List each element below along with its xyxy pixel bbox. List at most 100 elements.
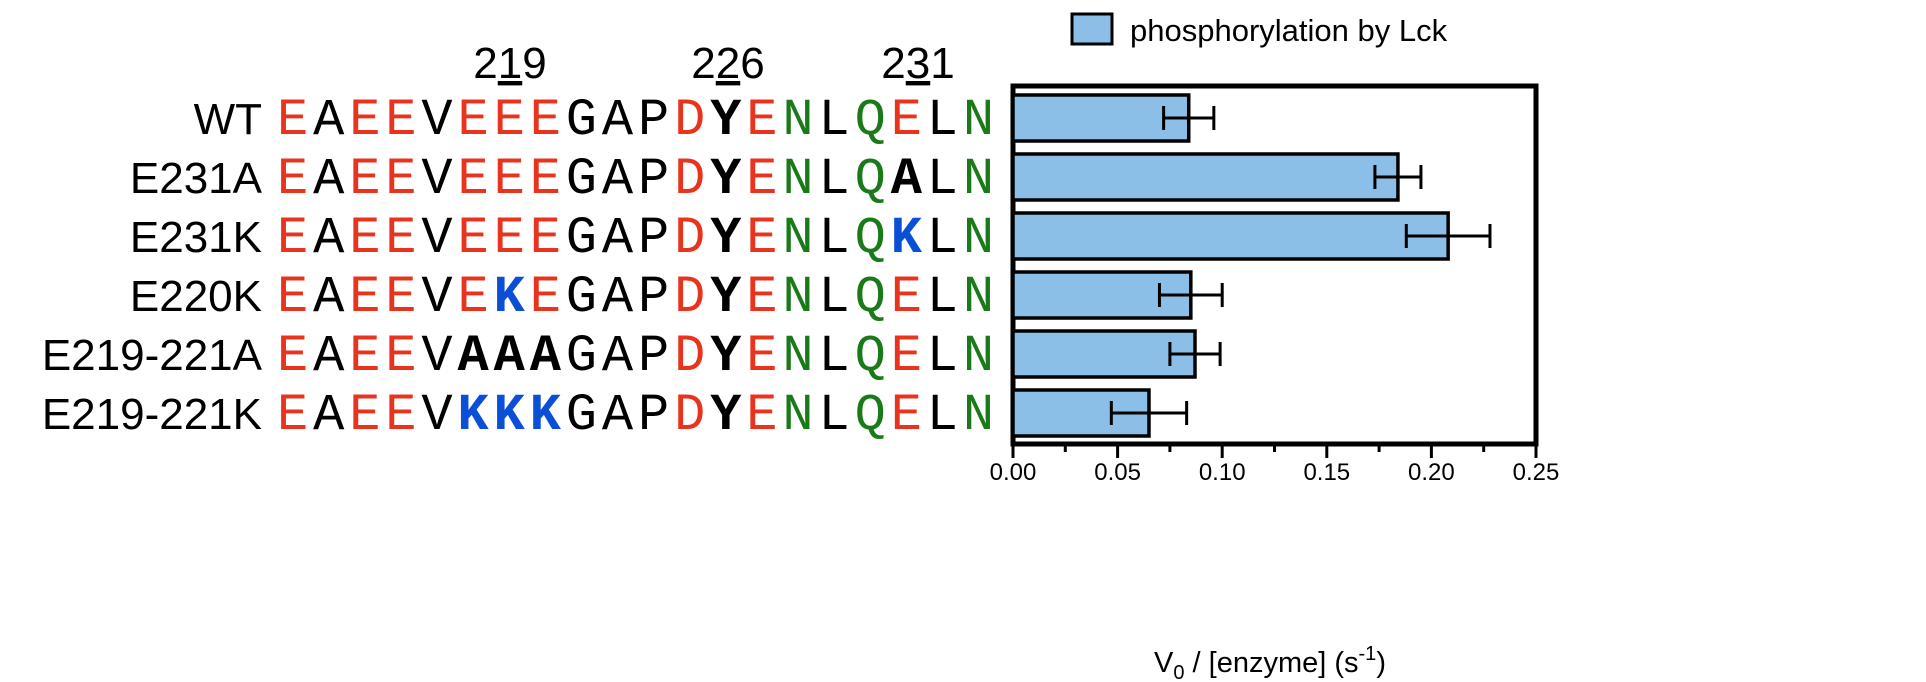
sequence: EAEEVEEEGAPDYENLQKLN (277, 209, 994, 268)
legend-label: phosphorylation by Lck (1130, 13, 1448, 48)
residue: D (674, 91, 705, 150)
residue: K (530, 386, 562, 445)
residue: L (819, 327, 850, 386)
residue: E (349, 91, 380, 150)
residue: E (891, 268, 922, 327)
residue: E (494, 150, 525, 209)
residue: V (421, 268, 452, 327)
residue: E (891, 91, 922, 150)
residue: E (746, 327, 777, 386)
residue: A (313, 386, 345, 445)
legend: phosphorylation by Lck (1070, 12, 1448, 48)
residue: L (927, 209, 958, 268)
residue: E (349, 268, 380, 327)
residue: A (602, 91, 634, 150)
residue: A (602, 386, 634, 445)
variant-label: E231K (130, 213, 262, 262)
residue: E (349, 386, 380, 445)
x-tick-label: 0.25 (1513, 459, 1560, 486)
residue: Y (710, 268, 742, 327)
residue: L (927, 268, 958, 327)
residue: A (313, 268, 345, 327)
residue: L (927, 150, 958, 209)
residue: G (566, 386, 597, 445)
residue: E (746, 150, 777, 209)
variant-label: E220K (130, 272, 262, 321)
residue: E (891, 327, 922, 386)
residue: P (638, 327, 669, 386)
residue: E (277, 386, 308, 445)
residue: E (277, 150, 308, 209)
residue: P (638, 268, 669, 327)
residue: Y (710, 327, 742, 386)
residue: D (674, 209, 705, 268)
residue: A (602, 209, 634, 268)
bar (1011, 329, 1197, 379)
residue: N (782, 386, 813, 445)
residue: Y (710, 386, 742, 445)
residue: E (530, 268, 561, 327)
residue: V (421, 327, 452, 386)
residue: A (313, 91, 345, 150)
residue: E (277, 91, 308, 150)
residue: N (963, 386, 994, 445)
residue: L (819, 209, 850, 268)
residue: L (927, 386, 958, 445)
residue: D (674, 327, 705, 386)
x-tick-label: 0.20 (1408, 459, 1455, 486)
residue: A (602, 150, 634, 209)
residue: D (674, 150, 705, 209)
residue: Q (855, 386, 886, 445)
x-tick-label: 0.15 (1303, 459, 1350, 486)
residue: L (819, 91, 850, 150)
residue: L (927, 91, 958, 150)
residue: Q (855, 327, 886, 386)
residue: E (458, 150, 489, 209)
legend-swatch (1070, 12, 1114, 46)
x-axis-label: V0 / [enzyme] (s-1) (1154, 643, 1386, 682)
residue: A (313, 150, 345, 209)
residue: L (819, 386, 850, 445)
residue: P (638, 386, 669, 445)
residue: A (313, 327, 345, 386)
residue: E (458, 91, 489, 150)
residue: E (385, 150, 416, 209)
residue: Y (710, 209, 742, 268)
residue: E (494, 91, 525, 150)
variant-label: E219-221A (42, 331, 263, 380)
variant-label: WT (194, 95, 262, 144)
x-tick-label: 0.05 (1094, 459, 1141, 486)
residue: N (963, 209, 994, 268)
residue: A (313, 209, 345, 268)
residue: Q (855, 209, 886, 268)
residue: E (349, 209, 380, 268)
sequence: EAEEVKKKGAPDYENLQELN (277, 386, 994, 445)
residue: N (782, 327, 813, 386)
sequence: EAEEVAAAGAPDYENLQELN (277, 327, 994, 386)
residue: L (819, 150, 850, 209)
residue: V (421, 386, 452, 445)
bar (1011, 93, 1191, 143)
position-label: 226 (691, 39, 764, 88)
residue: E (385, 386, 416, 445)
residue: E (277, 209, 308, 268)
residue: N (782, 150, 813, 209)
residue: E (746, 386, 777, 445)
residue: Y (710, 150, 742, 209)
residue: A (494, 327, 526, 386)
residue: N (782, 209, 813, 268)
residue: L (819, 268, 850, 327)
residue: K (494, 386, 526, 445)
residue: N (963, 268, 994, 327)
residue: G (566, 327, 597, 386)
sequence: EAEEVEEEGAPDYENLQALN (277, 150, 994, 209)
residue: P (638, 209, 669, 268)
